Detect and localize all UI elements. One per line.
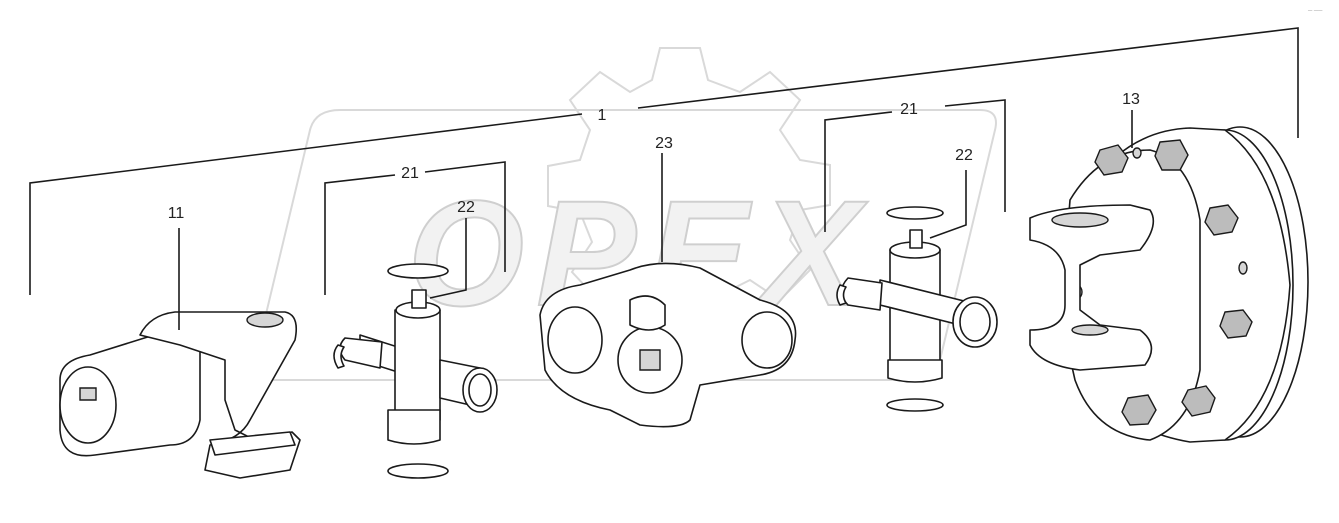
callout-1: 1 xyxy=(598,107,607,124)
callout-21-left: 21 xyxy=(401,165,419,182)
corner-mark: ─ ── xyxy=(1307,8,1323,14)
callout-22-right: 22 xyxy=(955,147,973,164)
callout-21-right: 21 xyxy=(900,101,918,118)
watermark: OPEX xyxy=(253,47,997,381)
part-flange-yoke xyxy=(1029,110,1309,443)
part-ujoint-right xyxy=(824,99,1006,412)
part-ujoint-left xyxy=(324,161,506,479)
callout-13: 13 xyxy=(1122,91,1140,108)
callout-22-left: 22 xyxy=(457,199,475,216)
part-yoke-hub xyxy=(59,228,301,479)
callout-23: 23 xyxy=(655,135,673,152)
callouts: 1 11 21 22 23 21 22 13 xyxy=(168,91,1140,222)
watermark-text: OPEX xyxy=(408,169,873,337)
part-centre-housing xyxy=(539,153,797,428)
assembly-bracket xyxy=(29,27,1299,295)
callout-11: 11 xyxy=(168,205,185,222)
